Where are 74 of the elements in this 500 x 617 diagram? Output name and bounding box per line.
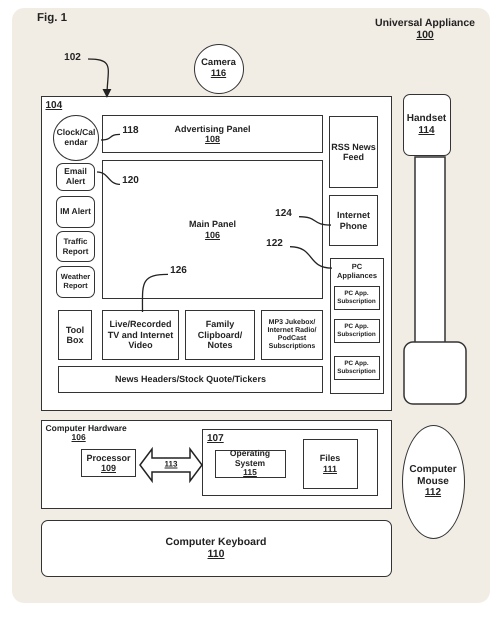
node-label: Email Alert <box>63 167 88 187</box>
subscription-box <box>334 318 380 342</box>
report-box <box>56 231 95 262</box>
arrow <box>88 58 112 98</box>
files-box <box>302 438 358 488</box>
double-block-arrow <box>139 446 203 484</box>
node-label: Files <box>320 453 340 464</box>
toolbox-box <box>58 310 92 360</box>
callout-number: 120 <box>122 174 139 186</box>
reference-number: 114 <box>418 124 435 136</box>
callout-number: 122 <box>266 238 283 250</box>
reference-number: 115 <box>243 468 257 478</box>
appliances-box <box>330 258 384 394</box>
node-label: Live/Recorded TV and Internet Video <box>106 319 174 351</box>
node-label: Clock/Calendar <box>56 128 96 148</box>
software-box <box>202 429 378 496</box>
callout-number: 126 <box>170 264 187 276</box>
node-label: Processor <box>86 452 131 463</box>
reference-number: 109 <box>100 463 116 474</box>
main-panel-box <box>102 160 323 299</box>
subscription-box <box>334 286 380 310</box>
feed-box <box>329 116 378 188</box>
reference-number: 111 <box>322 464 338 474</box>
node-label: Handset <box>406 113 446 124</box>
panel-box <box>102 115 323 153</box>
reference-number: 116 <box>210 68 226 80</box>
leader-line <box>142 274 168 312</box>
reference-number: 110 <box>208 548 224 560</box>
phone-box <box>329 195 378 246</box>
callout-number: 124 <box>275 208 292 220</box>
node-label: Universal Appliance <box>375 17 475 30</box>
keyboard-box <box>40 520 392 576</box>
media-box <box>261 310 323 360</box>
leader-line <box>290 246 332 269</box>
notes-box <box>185 310 255 360</box>
callout-number: 118 <box>122 124 139 136</box>
clock-circle <box>53 115 99 161</box>
callout-number: 102 <box>64 52 81 64</box>
node-label: Tool Box <box>64 324 86 346</box>
leader-line <box>100 134 120 141</box>
reference-number: 100 <box>416 29 434 42</box>
node-label: RSS News Feed <box>331 142 376 162</box>
node-label: Computer Keyboard <box>166 536 266 548</box>
os-box <box>214 450 286 478</box>
node-label: Traffic Report <box>62 237 90 256</box>
reference-number: 112 <box>424 487 442 499</box>
figure-title: Fig. 1 <box>37 12 68 24</box>
alert-box <box>56 163 95 191</box>
leader-line <box>298 216 332 226</box>
subscription-box <box>334 356 380 380</box>
video-box <box>102 310 179 360</box>
reference-number: 106 <box>72 433 86 444</box>
handset-box <box>402 94 450 156</box>
reference-number: 104 <box>46 100 62 111</box>
processor-box <box>81 449 136 477</box>
report-box <box>56 266 95 298</box>
node-label: Internet Phone <box>336 210 371 231</box>
alert-box <box>56 196 95 228</box>
node-label: Camera <box>201 58 236 68</box>
appliance-panel <box>12 8 490 603</box>
ticker-box <box>58 366 323 393</box>
display-box <box>40 96 392 410</box>
reference-number: 107 <box>207 433 224 444</box>
node-label: Computer Hardware <box>46 424 127 434</box>
hardware-box <box>40 420 392 508</box>
reference-number: 106 <box>204 230 220 240</box>
node-label: Family Clipboard/ Notes <box>196 319 244 351</box>
node-label: News Headers/Stock Quote/Tickers <box>115 374 266 385</box>
reference-number: 108 <box>204 134 220 144</box>
node-label: Operating System <box>228 448 272 468</box>
node-label: Main Panel <box>188 219 236 230</box>
node-label: IM Alert <box>60 207 91 217</box>
node-label: Computer Mouse <box>408 464 458 488</box>
node-label: Advertising Panel <box>174 124 251 134</box>
